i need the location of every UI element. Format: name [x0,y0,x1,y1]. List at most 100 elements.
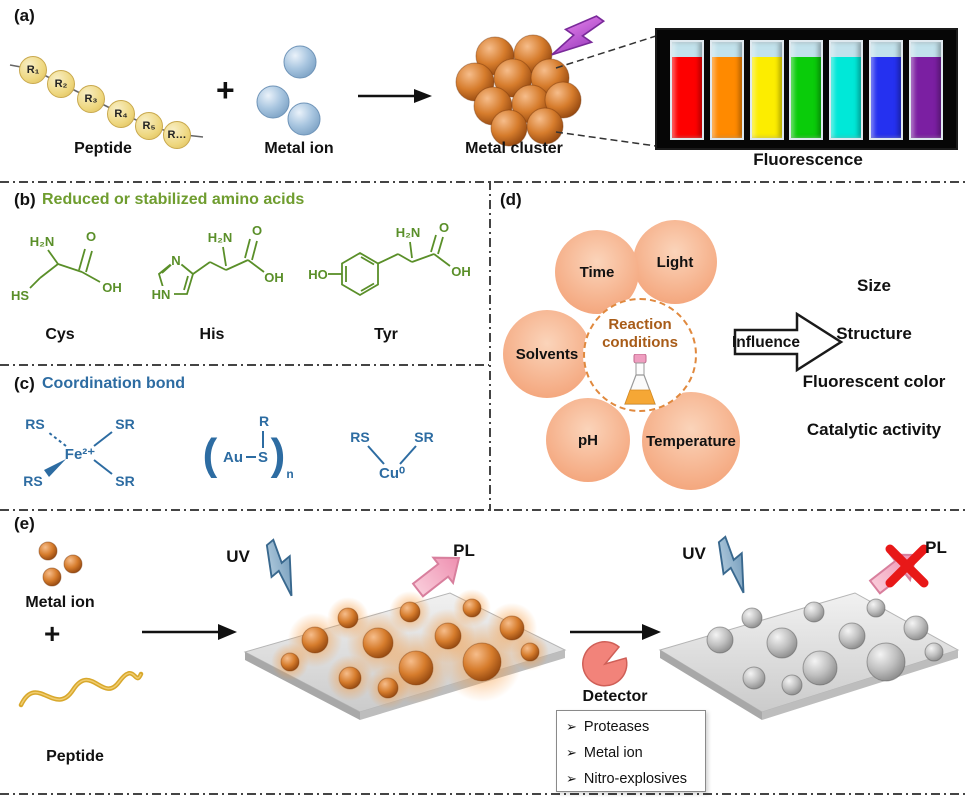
sphere [362,627,394,659]
arrow-e1-icon [142,624,237,640]
sphere [462,598,482,618]
fe-ligand-lr: SR [115,473,134,489]
pl-arrow-1 [411,556,461,598]
cys-hs: HS [11,288,29,303]
dashed-connectors [555,35,657,147]
detector-item: ➢Metal ion [557,740,705,766]
pl-label-2: PL [925,538,947,557]
au-atom: Au [223,449,243,466]
his-o: O [252,223,262,238]
platform-luminescent: UV PL [226,538,567,720]
panel-c-label: (c) [14,374,35,393]
s-atom: S [258,449,268,466]
sphere [706,626,734,654]
au-s-unit: ( Au S R ) n [203,413,294,481]
sphere [781,674,803,696]
detector-box: ➢Proteases➢Metal ion➢Nitro-explosives [556,710,706,792]
panel-b-label: (b) [14,190,36,209]
au-open-bracket: ( [203,430,218,479]
residue: R₂ [47,70,75,98]
metal-ion-caption-e: Metal ion [25,594,95,611]
cys-structure: H₂N HS O OH [11,229,122,303]
r-group: R [259,413,269,429]
arrow-bullet-icon: ➢ [566,719,577,734]
detector-item-label: Nitro-explosives [583,771,688,787]
residue: R₅ [135,112,163,140]
sphere [338,666,362,690]
sphere [802,650,838,686]
panel-a-label: (a) [14,6,35,25]
outcome-item: Size [856,276,892,295]
coordination-structures: Fe²⁺ RS SR RS SR ( Au S R ) n RS SR [23,413,433,489]
residue: R₄ [107,100,135,128]
cys-o: O [86,229,96,244]
plus-sign-e: + [44,618,61,649]
cuvette [709,40,744,140]
cu-ligand-right: SR [414,429,433,445]
au-close-bracket: ) [271,430,286,479]
cuvette [829,40,864,140]
sphere [287,102,321,136]
sphere [903,615,929,641]
plus-sign-a: + [216,72,235,108]
sphere [398,650,434,686]
sphere [838,622,866,650]
divider-bc-d [489,181,491,511]
peptide-caption: Peptide [74,140,132,157]
sphere [742,666,766,690]
detector-pacman-icon [582,641,628,687]
reaction-conditions-circle: Reaction conditions [583,298,697,412]
sphere [866,598,886,618]
cuvette [869,40,904,140]
influence-label: Influence [732,334,800,351]
sphere [803,601,825,623]
metal-cluster-caption: Metal cluster [465,140,563,157]
divider-cd-e [0,509,967,511]
fe-ligand-ll: RS [23,473,42,489]
condition-petal: pH [546,398,630,482]
sphere [520,642,540,662]
residue: R… [163,121,191,149]
cys-oh: OH [102,280,122,295]
metal-ion-caption: Metal ion [264,140,334,157]
sphere [490,109,528,147]
cuvette [908,40,943,140]
sphere [377,677,399,699]
cys-h2n: H₂N [30,234,55,249]
panel-e-label: (e) [14,514,35,533]
outcome-item: Catalytic activity [806,420,942,439]
peptide-squiggle [18,671,144,708]
divider-a-b [0,181,967,183]
influence-arrow: Influence [732,311,844,373]
his-oh: OH [264,270,284,285]
metal-cluster [455,34,582,147]
platform-quenched: UV PL [658,535,960,720]
sphere [462,642,502,682]
cuvette [789,40,824,140]
cluster-spheres-group [455,34,582,147]
outcome-item: Structure [836,324,912,343]
n-subscript: n [286,467,293,481]
detector-caption: Detector [582,688,648,705]
lightning-icon [551,15,606,56]
his-n: N [171,253,180,268]
arrow-e2-icon [570,624,661,640]
tyr-h2n: H₂N [396,225,421,240]
reaction-line1: Reaction [608,316,672,333]
mini-ion-group [38,541,83,587]
sphere [38,541,58,561]
sphere [434,622,462,650]
orange-spheres-group [280,598,540,699]
sphere [866,642,906,682]
panel-c-title: Coordination bond [42,375,186,392]
tyr-name: Tyr [374,326,398,343]
his-structure: N HN H₂N O OH [152,223,284,302]
panel-d-label: (d) [500,190,522,209]
uv-label-2: UV [682,544,706,563]
his-h2n: H₂N [208,230,233,245]
cu-complex: RS SR Cu⁰ [350,429,433,482]
condition-petal: Light [633,220,717,304]
